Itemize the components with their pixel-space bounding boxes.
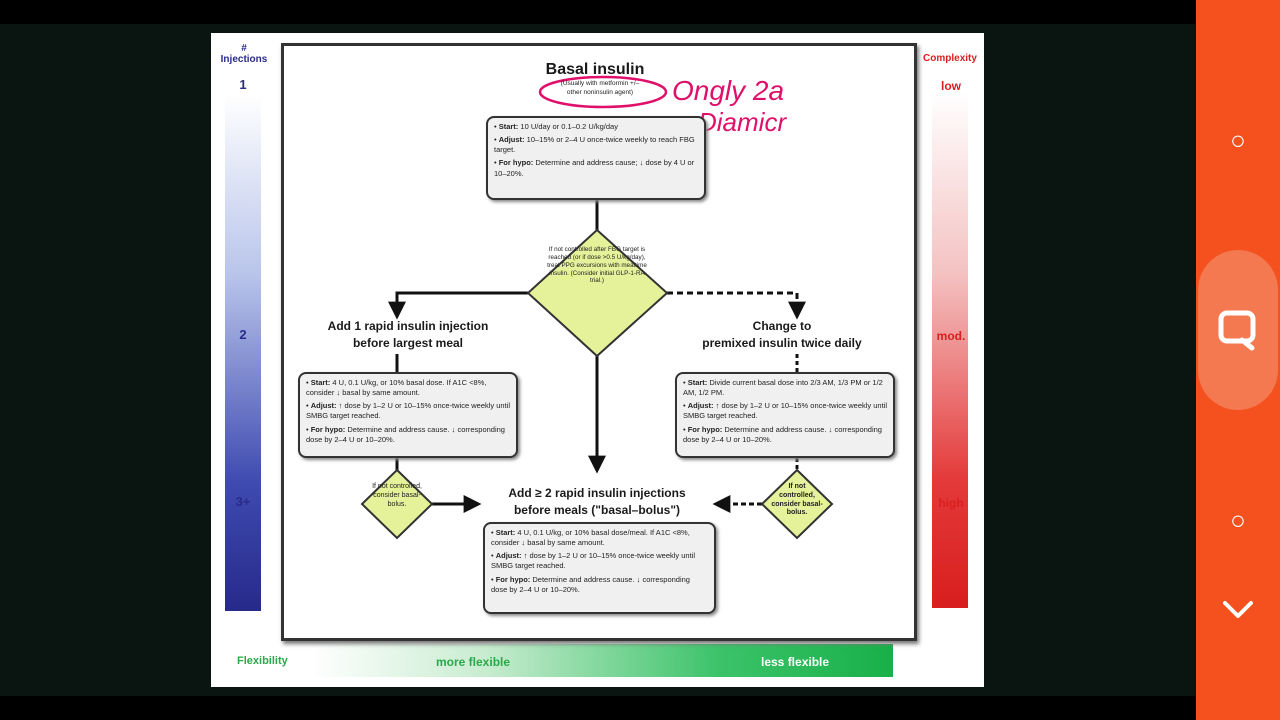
decision-diamond	[526, 228, 669, 358]
rapid-dosing-box: • Start: 4 U, 0.1 U/kg, or 10% basal dos…	[298, 372, 518, 458]
premixed-dosing-box: • Start: Divide current basal dose into …	[675, 372, 895, 458]
center-diamond-text: If not controlled after FBG target is re…	[547, 246, 647, 285]
left-diamond-text: If not controlled, consider basal-bolus.	[372, 483, 422, 508]
basal-hypo-text: Determine and address cause; ↓ dose by 4…	[494, 158, 695, 178]
complexity-title: Complexity	[923, 53, 977, 64]
handwritten-note-1: Ongly 2a	[672, 75, 784, 106]
flexibility-label: Flexibility	[237, 655, 288, 667]
chat-icon	[1218, 310, 1256, 351]
rapid-heading-1: Add 1 rapid insulin injection	[327, 319, 489, 333]
premixed-start-label: Start:	[687, 378, 708, 387]
decision-diamond-right	[760, 468, 834, 540]
premixed-adjust-label: Adjust:	[687, 401, 714, 411]
flexibility-more: more flexible	[436, 655, 511, 669]
basal-dosing-box: • Start: 10 U/day or 0.1–0.2 U/kg/day • …	[486, 116, 706, 200]
basal-subtitle-2: other noninsulin agent)	[566, 89, 634, 96]
video-bottom-bar	[0, 696, 1196, 720]
injections-title: # Injections	[220, 43, 268, 65]
flexibility-less: less flexible	[761, 655, 830, 669]
rapid-hypo-label: For hypo:	[310, 424, 346, 434]
flexibility-gradient-bar	[311, 644, 893, 677]
side-panel-highlight	[1198, 250, 1278, 410]
bolus-hypo-label: For hypo:	[495, 574, 531, 584]
video-top-bar	[0, 0, 1196, 24]
basal-start-label: Start:	[498, 122, 519, 131]
complexity-level-high: high	[938, 496, 964, 510]
bolus-heading-1: Add ≥ 2 rapid insulin injections	[508, 486, 686, 500]
arrow-to-premixed	[667, 291, 806, 320]
rapid-adjust-label: Adjust:	[310, 401, 337, 411]
premixed-hypo-text: Determine and address cause. ↓ correspon…	[683, 424, 882, 444]
basal-adjust-text: 10–15% or 2–4 U once-twice weekly to rea…	[494, 135, 695, 155]
complexity-level-low: low	[941, 79, 961, 93]
basal-start-text: 10 U/day or 0.1–0.2 U/kg/day	[520, 122, 618, 131]
circle-icon: ○	[1230, 124, 1246, 155]
rapid-hypo-text: Determine and address cause. ↓ correspon…	[306, 424, 505, 444]
basal-adjust-label: Adjust:	[498, 135, 525, 145]
bolus-start-label: Start:	[495, 528, 516, 537]
rapid-adjust-text: ↑ dose by 1–2 U or 10–15% once-twice wee…	[306, 401, 510, 421]
injections-level-3: 3+	[235, 494, 251, 509]
basal-subtitle-1: (Usually with metformin +/–	[560, 80, 640, 87]
handwritten-note-2: Diamicr	[698, 107, 787, 137]
collapse-button[interactable]	[1196, 590, 1280, 630]
right-diamond-text: If not controlled, consider basal-bolus.	[771, 483, 823, 517]
circle-button-top[interactable]: ○	[1196, 120, 1280, 160]
basal-hypo-label: For hypo:	[498, 158, 534, 168]
premixed-start-text: Divide current basal dose into 2/3 AM, 1…	[683, 378, 883, 398]
premixed-hypo-label: For hypo:	[687, 424, 723, 434]
chat-button[interactable]	[1196, 300, 1280, 360]
circle-button-bottom[interactable]: ○	[1196, 500, 1280, 540]
circle-icon: ○	[1230, 504, 1246, 535]
arrow-to-rapid-injection	[388, 291, 528, 320]
injections-level-1: 1	[239, 77, 247, 92]
premixed-heading-1: Change to	[752, 319, 812, 333]
premixed-heading-2: premixed insulin twice daily	[702, 336, 862, 350]
rapid-start-label: Start:	[310, 378, 331, 387]
handwritten-circle	[538, 75, 668, 109]
bolus-adjust-text: ↑ dose by 1–2 U or 10–15% once-twice wee…	[491, 551, 695, 571]
injections-level-2: 2	[239, 327, 247, 342]
bolus-hypo-text: Determine and address cause. ↓ correspon…	[491, 574, 690, 594]
bolus-dosing-box: • Start: 4 U, 0.1 U/kg, or 10% basal dos…	[483, 522, 716, 614]
decision-diamond-left	[360, 468, 434, 540]
bolus-adjust-label: Adjust:	[495, 551, 522, 561]
injections-gradient-bar	[225, 95, 261, 611]
rapid-heading-2: before largest meal	[352, 336, 464, 350]
basal-insulin-title: Basal insulin	[545, 61, 645, 78]
bolus-heading-2: before meals ("basal–bolus")	[513, 503, 681, 517]
complexity-level-mod: mod.	[936, 329, 966, 343]
bolus-start-text: 4 U, 0.1 U/kg, or 10% basal dose/meal. I…	[491, 528, 690, 548]
rapid-start-text: 4 U, 0.1 U/kg, or 10% basal dose. If A1C…	[306, 378, 487, 398]
chevron-down-icon	[1223, 601, 1253, 618]
premixed-adjust-text: ↑ dose by 1–2 U or 10–15% once-twice wee…	[683, 401, 887, 421]
complexity-gradient-bar	[932, 93, 968, 608]
